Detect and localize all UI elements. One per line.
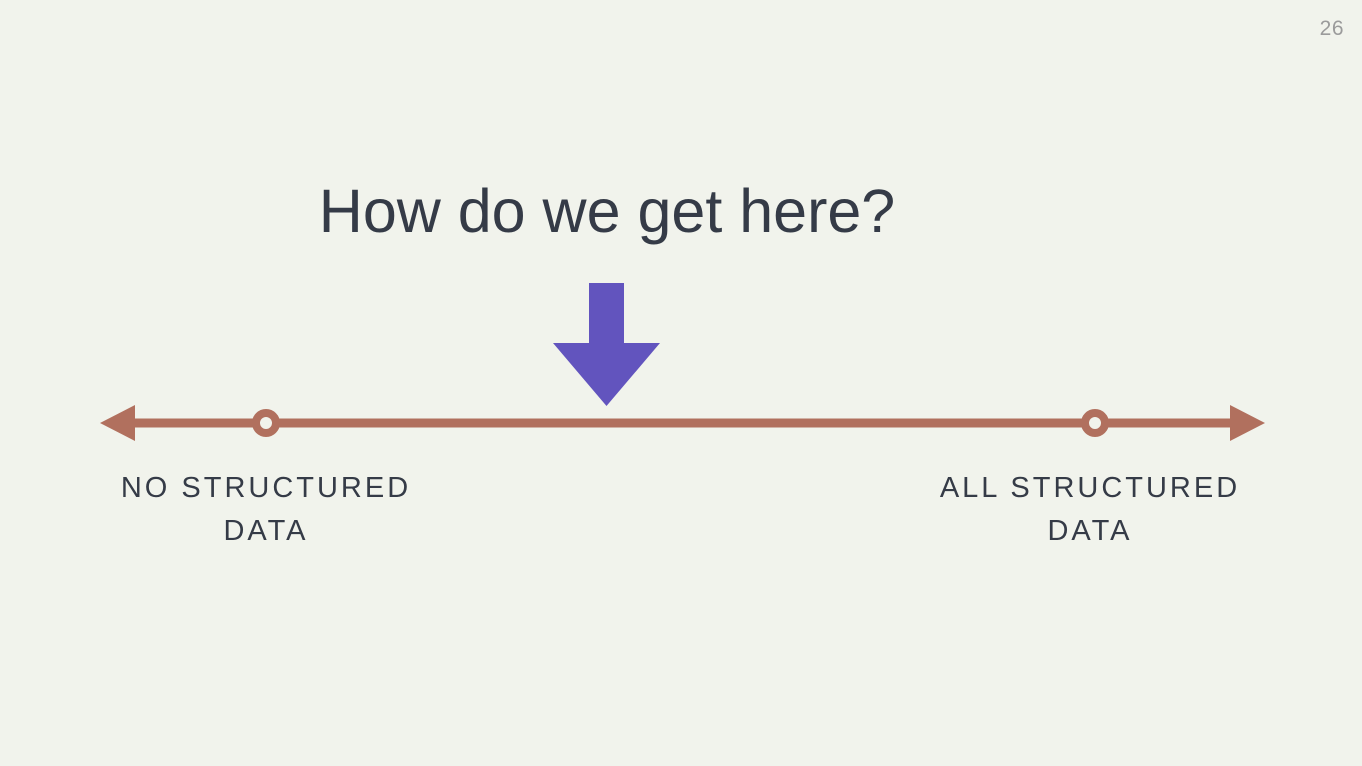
right-endpoint-label-line2: DATA — [1047, 515, 1133, 547]
page-number: 26 — [1319, 17, 1344, 40]
left-endpoint-label-line2: DATA — [223, 515, 309, 547]
left-arrowhead-icon — [100, 405, 135, 441]
down-arrow-icon — [553, 283, 660, 406]
right-endpoint-label: ALL STRUCTURED DATA — [890, 467, 1290, 553]
left-endpoint-label: NO STRUCTURED DATA — [66, 467, 466, 553]
left-endpoint-label-line1: NO STRUCTURED — [120, 472, 412, 504]
right-arrowhead-icon — [1230, 405, 1265, 441]
spectrum-axis — [100, 405, 1265, 441]
right-endpoint-label-line1: ALL STRUCTURED — [939, 472, 1241, 504]
right-marker-ring — [1081, 409, 1109, 437]
left-marker-ring — [252, 409, 280, 437]
slide-title: How do we get here? — [318, 177, 896, 245]
